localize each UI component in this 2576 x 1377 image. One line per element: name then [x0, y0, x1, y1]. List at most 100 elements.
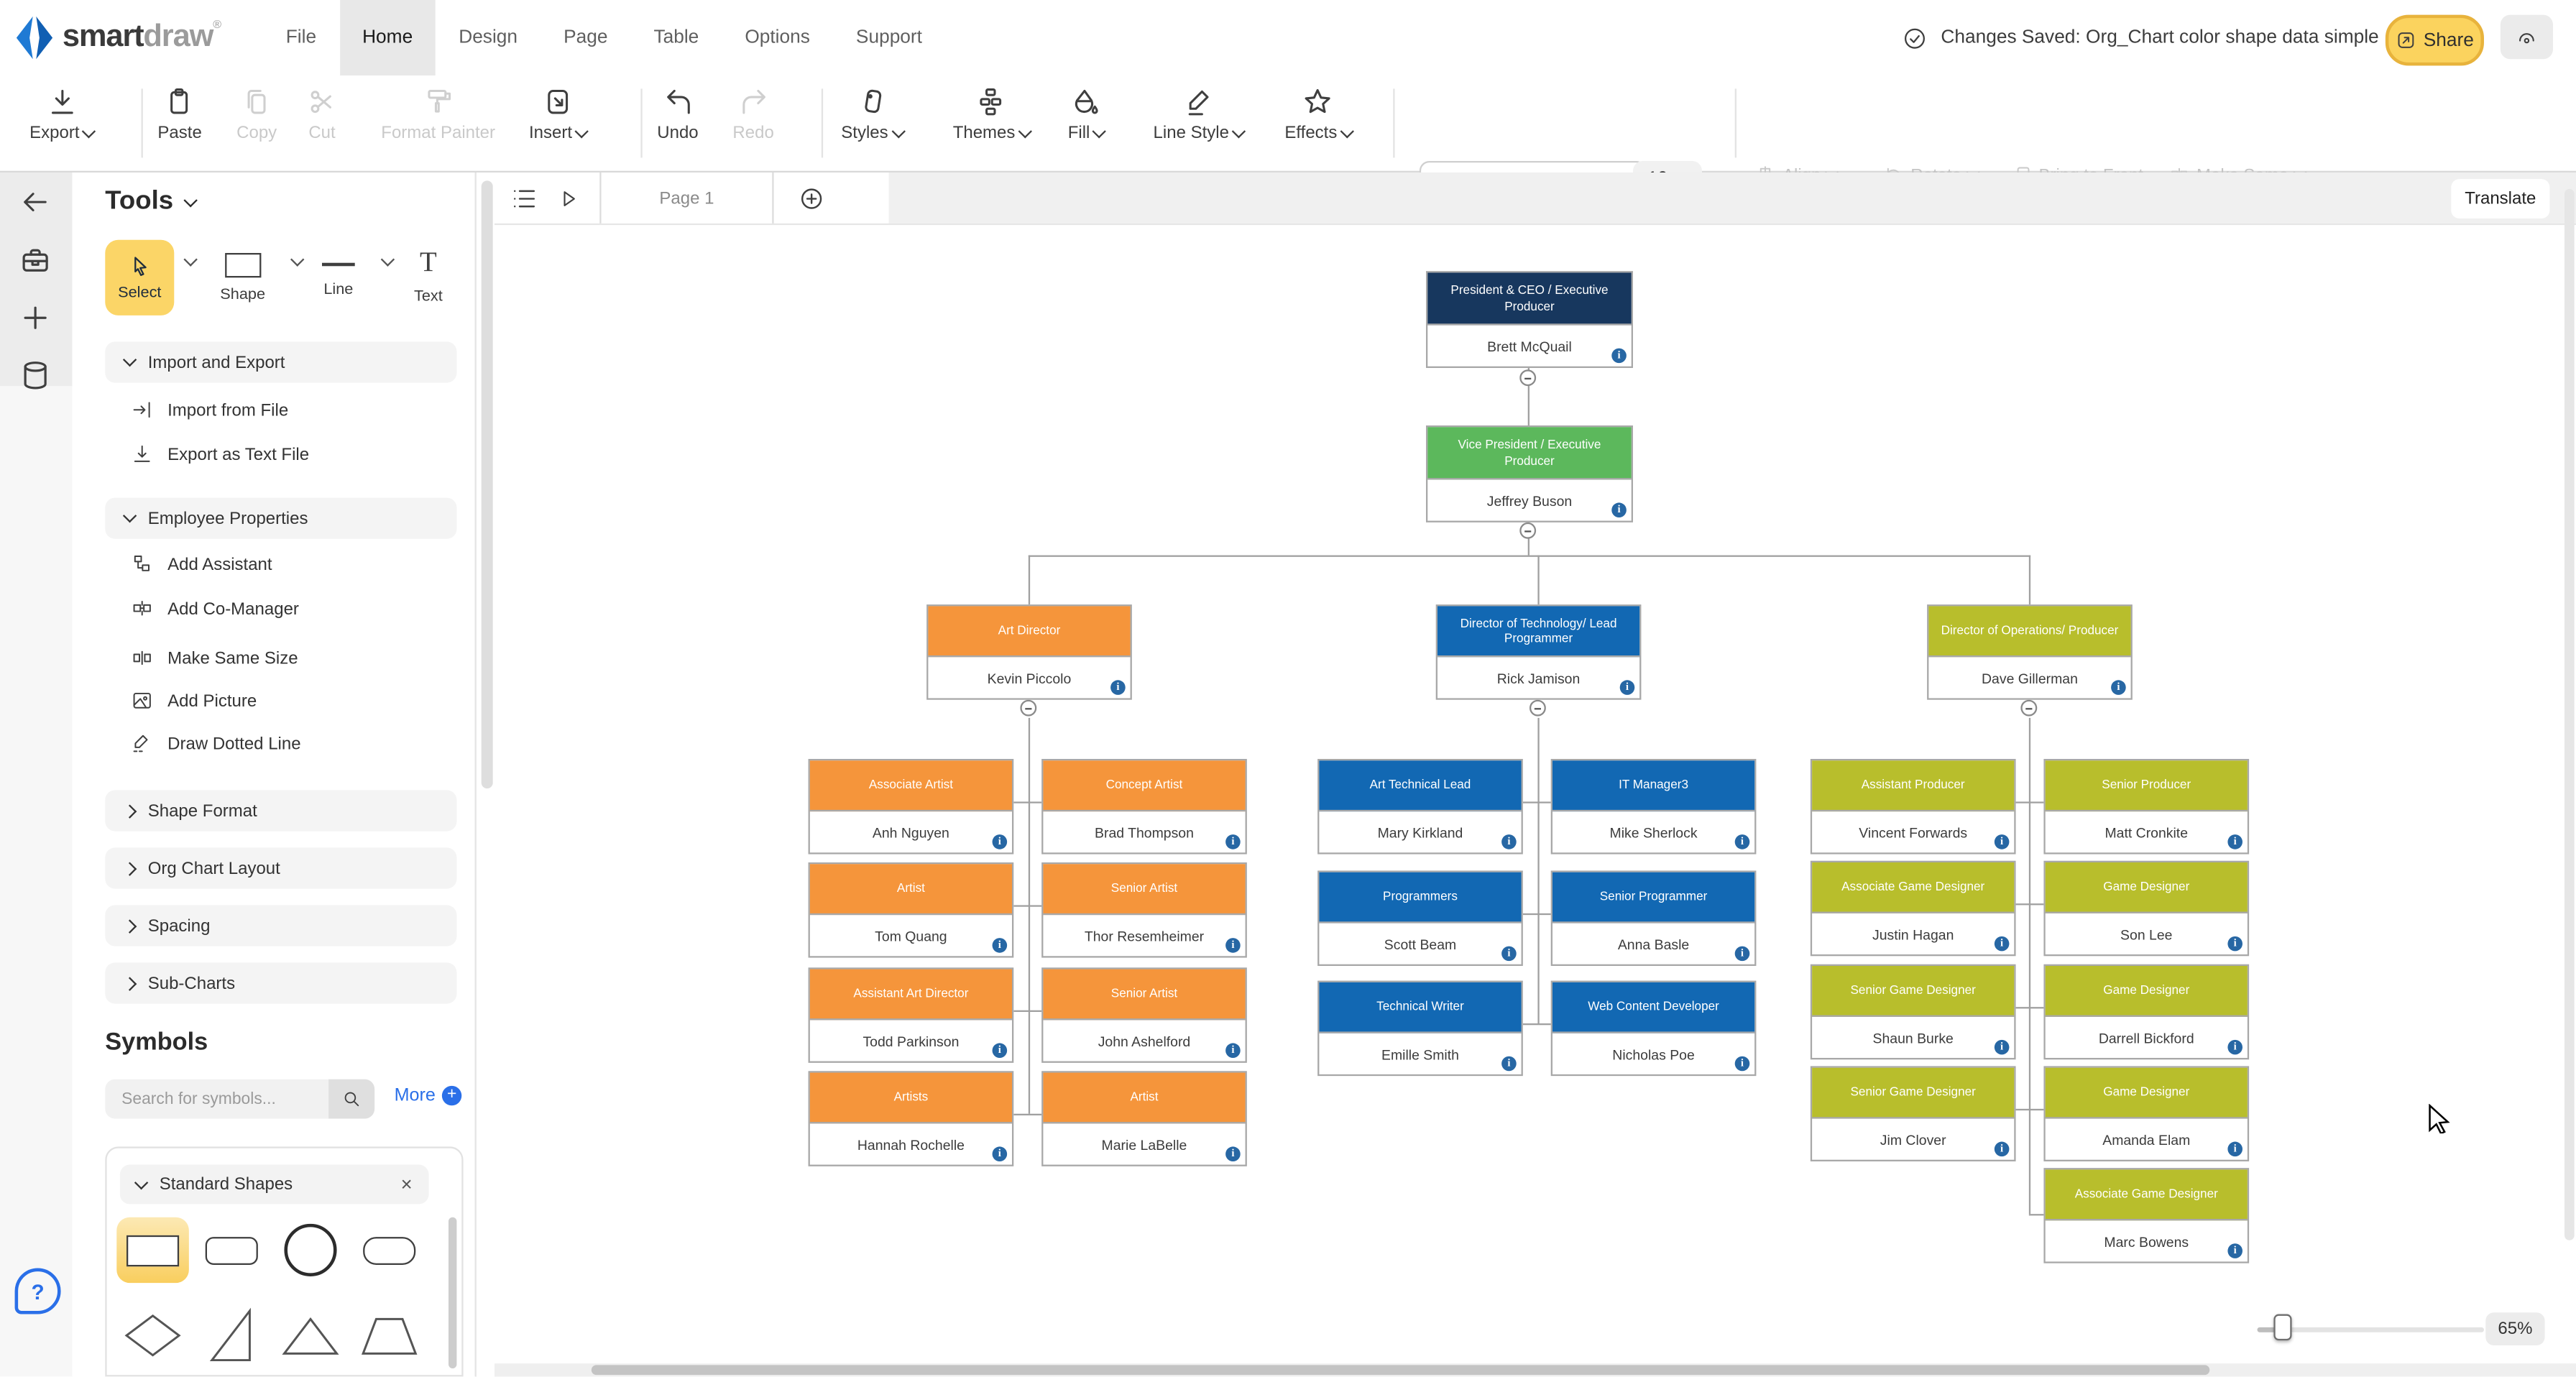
symbol-diamond[interactable]	[116, 1303, 189, 1368]
info-icon[interactable]	[1110, 680, 1126, 695]
collapse-toggle[interactable]	[1519, 369, 1536, 386]
symbol-rectangle[interactable]	[116, 1217, 189, 1283]
org-node[interactable]: IT Manager3 Mike Sherlock	[1551, 759, 1757, 855]
org-node[interactable]: Programmers Scott Beam	[1317, 870, 1523, 966]
add-page-icon[interactable]	[18, 300, 52, 335]
collapse-toggle[interactable]	[1530, 700, 1546, 717]
org-node[interactable]: Director of Technology/ Lead Programmer …	[1436, 604, 1642, 700]
symbol-right-triangle[interactable]	[196, 1303, 268, 1368]
menu-file[interactable]: File	[263, 0, 339, 75]
more-symbols-button[interactable]: More+	[395, 1086, 462, 1105]
info-icon[interactable]	[993, 834, 1008, 849]
section-sub-charts[interactable]: Sub-Charts	[105, 962, 456, 1003]
shape-tool-button[interactable]: Shape	[220, 247, 265, 304]
insert-button[interactable]: Insert	[529, 86, 587, 143]
data-icon[interactable]	[18, 358, 52, 392]
info-icon[interactable]	[1225, 1043, 1241, 1058]
org-node[interactable]: Associate Artist Anh Nguyen	[809, 759, 1014, 855]
menu-table[interactable]: Table	[630, 0, 722, 75]
org-node[interactable]: Senior Artist Thor Resemheimer	[1041, 862, 1247, 958]
copy-button[interactable]: Copy	[236, 86, 277, 143]
page-tab[interactable]: Page 1	[599, 172, 773, 224]
org-node[interactable]: Game Designer Son Lee	[2043, 861, 2249, 957]
symbol-pill[interactable]	[353, 1217, 426, 1283]
info-icon[interactable]	[1225, 938, 1241, 953]
zoom-slider-handle[interactable]	[2273, 1314, 2291, 1341]
symbol-circle[interactable]	[275, 1217, 347, 1283]
section-spacing[interactable]: Spacing	[105, 905, 456, 946]
org-node[interactable]: Senior Programmer Anna Basle	[1551, 870, 1757, 966]
translate-button[interactable]: Translate	[2451, 179, 2549, 218]
vertical-scrollbar-thumb[interactable]	[2564, 189, 2575, 1240]
section-import-export[interactable]: Import and Export	[105, 341, 456, 382]
org-node[interactable]: Senior Artist John Ashelford	[1041, 967, 1247, 1063]
cut-button[interactable]: Cut	[305, 86, 339, 143]
symbol-rounded-rectangle[interactable]	[196, 1217, 268, 1283]
info-icon[interactable]	[2227, 1243, 2242, 1258]
menu-design[interactable]: Design	[436, 0, 540, 75]
symbol-triangle[interactable]	[275, 1303, 347, 1368]
symbol-trapezoid[interactable]	[353, 1303, 426, 1368]
format-painter-button[interactable]: Format Painter	[381, 86, 495, 143]
symbol-search-button[interactable]	[328, 1079, 374, 1119]
org-node[interactable]: Senior Game Designer Jim Clover	[1811, 1066, 2016, 1161]
play-icon[interactable]	[557, 188, 580, 211]
org-node[interactable]: Senior Producer Matt Cronkite	[2043, 759, 2249, 855]
fill-button[interactable]: Fill	[1068, 86, 1105, 143]
info-icon[interactable]	[1620, 680, 1635, 695]
close-icon[interactable]: ×	[401, 1173, 413, 1196]
org-node[interactable]: Vice President / Executive Producer Jeff…	[1426, 425, 1633, 522]
line-style-button[interactable]: Line Style	[1154, 86, 1244, 143]
org-node[interactable]: Art Technical Lead Mary Kirkland	[1317, 759, 1523, 855]
info-icon[interactable]	[1611, 502, 1627, 517]
info-icon[interactable]	[993, 1146, 1008, 1161]
section-employee-properties[interactable]: Employee Properties	[105, 498, 456, 539]
text-tool-button[interactable]: T Text	[414, 247, 443, 305]
collapse-toggle[interactable]	[2020, 700, 2037, 717]
org-node[interactable]: Game Designer Amanda Elam	[2043, 1066, 2249, 1161]
org-node[interactable]: Concept Artist Brad Thompson	[1041, 759, 1247, 855]
export-as-text-item[interactable]: Export as Text File	[132, 443, 309, 465]
help-button[interactable]: ?	[15, 1268, 61, 1314]
tools-panel-title[interactable]: Tools	[105, 188, 196, 217]
info-icon[interactable]	[2227, 834, 2242, 849]
styles-button[interactable]: Styles	[841, 86, 903, 143]
info-icon[interactable]	[1501, 947, 1517, 962]
section-shape-format[interactable]: Shape Format	[105, 790, 456, 831]
menu-options[interactable]: Options	[722, 0, 833, 75]
info-icon[interactable]	[1501, 834, 1517, 849]
redo-button[interactable]: Redo	[732, 86, 773, 143]
themes-button[interactable]: Themes	[953, 86, 1030, 143]
export-button[interactable]: Export	[29, 86, 94, 143]
share-button[interactable]: Share	[2386, 15, 2484, 66]
make-same-size-item[interactable]: Make Same Size	[132, 648, 298, 669]
info-icon[interactable]	[1611, 349, 1627, 364]
horizontal-scrollbar-thumb[interactable]	[592, 1365, 2209, 1375]
paste-button[interactable]: Paste	[157, 86, 201, 143]
draw-dotted-line-item[interactable]: Draw Dotted Line	[132, 732, 301, 754]
effects-button[interactable]: Effects	[1284, 86, 1351, 143]
panel-scrollbar[interactable]	[482, 180, 493, 788]
info-icon[interactable]	[993, 1043, 1008, 1058]
add-picture-item[interactable]: Add Picture	[132, 690, 257, 711]
info-icon[interactable]	[993, 938, 1008, 953]
smartdraw-logo[interactable]: smartdraw®	[17, 13, 221, 63]
collapse-toggle[interactable]	[1519, 522, 1536, 539]
info-icon[interactable]	[1501, 1056, 1517, 1072]
import-from-file-item[interactable]: Import from File	[132, 399, 288, 420]
org-node[interactable]: Artist Marie LaBelle	[1041, 1071, 1247, 1166]
page-list-icon[interactable]	[511, 185, 538, 212]
add-co-manager-item[interactable]: Add Co-Manager	[132, 598, 299, 620]
info-icon[interactable]	[2227, 1142, 2242, 1157]
info-icon[interactable]	[2111, 680, 2126, 695]
org-node[interactable]: Technical Writer Emille Smith	[1317, 981, 1523, 1077]
menu-support[interactable]: Support	[833, 0, 945, 75]
line-tool-button[interactable]: Line	[322, 247, 355, 299]
info-icon[interactable]	[1225, 834, 1241, 849]
standard-shapes-header[interactable]: Standard Shapes ×	[120, 1165, 429, 1205]
select-tool-button[interactable]: Select	[105, 240, 174, 316]
section-org-chart-layout[interactable]: Org Chart Layout	[105, 847, 456, 888]
org-node[interactable]: President & CEO / Executive Producer Bre…	[1426, 271, 1633, 368]
info-icon[interactable]	[1735, 947, 1750, 962]
org-node[interactable]: Artists Hannah Rochelle	[809, 1071, 1014, 1166]
